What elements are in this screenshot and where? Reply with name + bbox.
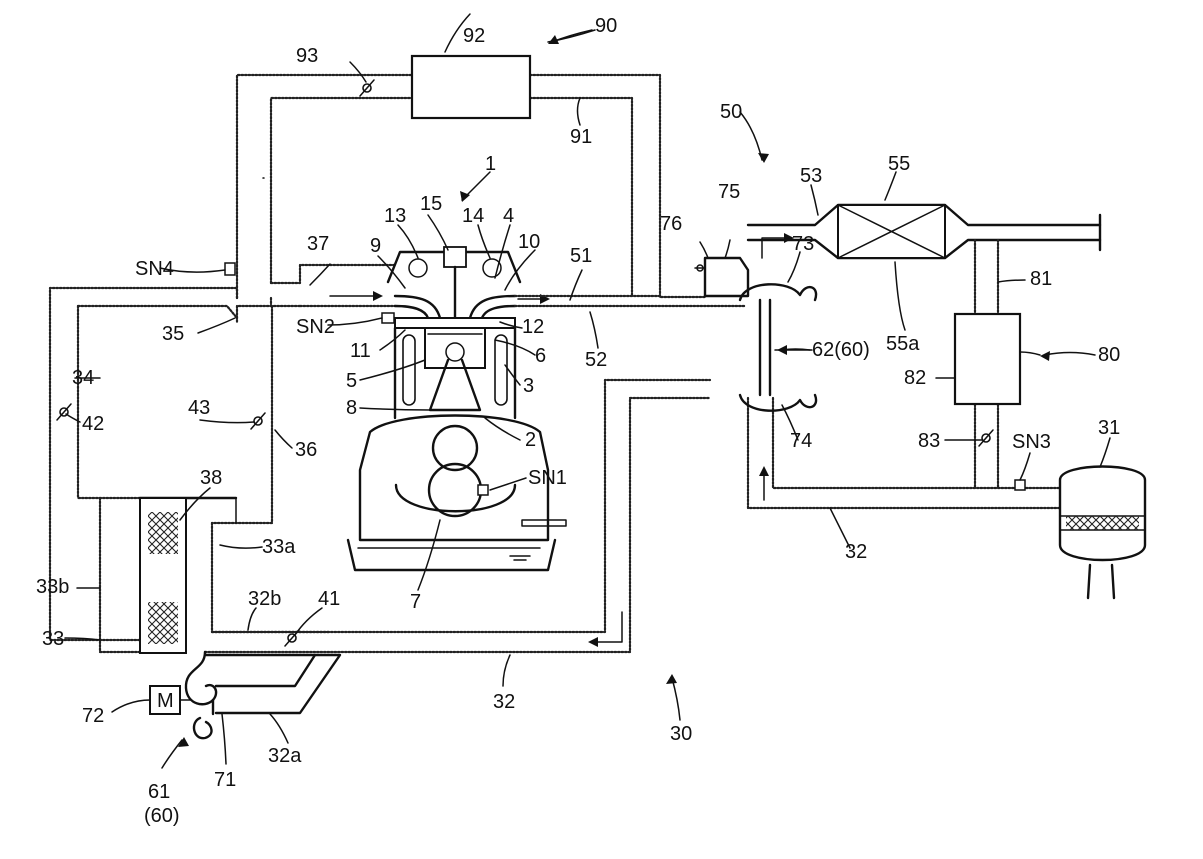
label-34: 34 (72, 367, 94, 389)
label-43: 43 (188, 397, 210, 419)
label-30: 30 (670, 723, 692, 745)
label-41: 41 (318, 588, 340, 610)
label-92: 92 (463, 25, 485, 47)
label-62: 62(60) (812, 339, 870, 361)
throttle-valve-42 (56, 403, 72, 421)
label-12: 12 (522, 316, 544, 338)
label-32a: 32a (268, 745, 302, 767)
label-71: 71 (214, 769, 236, 791)
catalyst-55 (837, 204, 946, 259)
label-2: 2 (525, 429, 536, 451)
label-38: 38 (200, 467, 222, 489)
exhaust-passage-51 (513, 294, 747, 308)
bypass-passage-33 (98, 496, 332, 654)
label-14: 14 (462, 205, 484, 227)
label-82: 82 (904, 367, 926, 389)
label-74: 74 (790, 430, 812, 452)
intake-passage-32a (203, 653, 342, 715)
label-33a: 33a (262, 536, 296, 558)
label-sn2: SN2 (296, 316, 335, 338)
label-sn4: SN4 (135, 258, 174, 280)
label-9: 9 (370, 235, 381, 257)
label-5: 5 (346, 370, 357, 392)
label-73: 73 (792, 233, 814, 255)
label-75: 75 (718, 181, 740, 203)
leader-arrow-heads (178, 29, 1096, 747)
label-52: 52 (585, 349, 607, 371)
label-93: 93 (296, 45, 318, 67)
label-13: 13 (384, 205, 406, 227)
label-15: 15 (420, 193, 442, 215)
label-83: 83 (918, 430, 940, 452)
label-32-top: 32 (845, 541, 867, 563)
intake-passage-37 (48, 263, 397, 642)
label-33b: 33b (36, 576, 69, 598)
egr-passage-90 (235, 73, 662, 300)
compressor-71 (184, 650, 218, 740)
flow-arrows (329, 233, 794, 647)
throttle-valve-43 (250, 412, 266, 430)
egr-cooler-92 (410, 54, 532, 120)
leader-lines (64, 13, 1111, 769)
label-90: 90 (595, 15, 617, 37)
motor-72: M (149, 685, 191, 715)
compressor-74 (738, 393, 818, 412)
motor-label: M (157, 690, 174, 712)
label-10: 10 (518, 231, 540, 253)
label-53: 53 (800, 165, 822, 187)
label-31: 31 (1098, 417, 1120, 439)
label-91: 91 (570, 126, 592, 148)
label-61b: (60) (144, 805, 180, 827)
label-80: 80 (1098, 344, 1120, 366)
label-37: 37 (307, 233, 329, 255)
egr-valve-93 (359, 79, 375, 97)
air-cleaner-31 (1058, 465, 1147, 600)
label-4: 4 (503, 205, 514, 227)
label-51: 51 (570, 245, 592, 267)
label-36: 36 (295, 439, 317, 461)
intercooler-38 (139, 497, 187, 654)
sensor-sn3 (1014, 479, 1026, 491)
label-sn1: SN1 (528, 467, 567, 489)
engine-1 (346, 246, 567, 572)
label-7: 7 (410, 591, 421, 613)
label-42: 42 (82, 413, 104, 435)
label-76: 76 (660, 213, 682, 235)
sensor-sn2 (381, 312, 395, 324)
label-32b: 32b (248, 588, 281, 610)
label-55a: 55a (886, 333, 920, 355)
label-32-bottom: 32 (493, 691, 515, 713)
label-50: 50 (720, 101, 742, 123)
label-sn3: SN3 (1012, 431, 1051, 453)
label-81: 81 (1030, 268, 1052, 290)
wastegate-75 (694, 256, 750, 298)
label-72: 72 (82, 705, 104, 727)
label-55: 55 (888, 153, 910, 175)
sensor-sn4 (224, 262, 236, 276)
intake-passage-32 (203, 378, 1062, 654)
labels: 92 90 93 91 1 13 15 14 4 10 9 37 51 SN4 … (36, 15, 1120, 827)
label-1: 1 (485, 153, 496, 175)
label-6: 6 (535, 345, 546, 367)
egr-valve-83 (978, 429, 994, 447)
label-11: 11 (350, 340, 371, 362)
label-8: 8 (346, 397, 357, 419)
label-35: 35 (162, 323, 184, 345)
turbine-73 (738, 283, 818, 397)
label-3: 3 (523, 375, 534, 397)
egr-cooler-82 (953, 312, 1022, 406)
label-33: 33 (42, 628, 64, 650)
label-61: 61 (148, 781, 170, 803)
